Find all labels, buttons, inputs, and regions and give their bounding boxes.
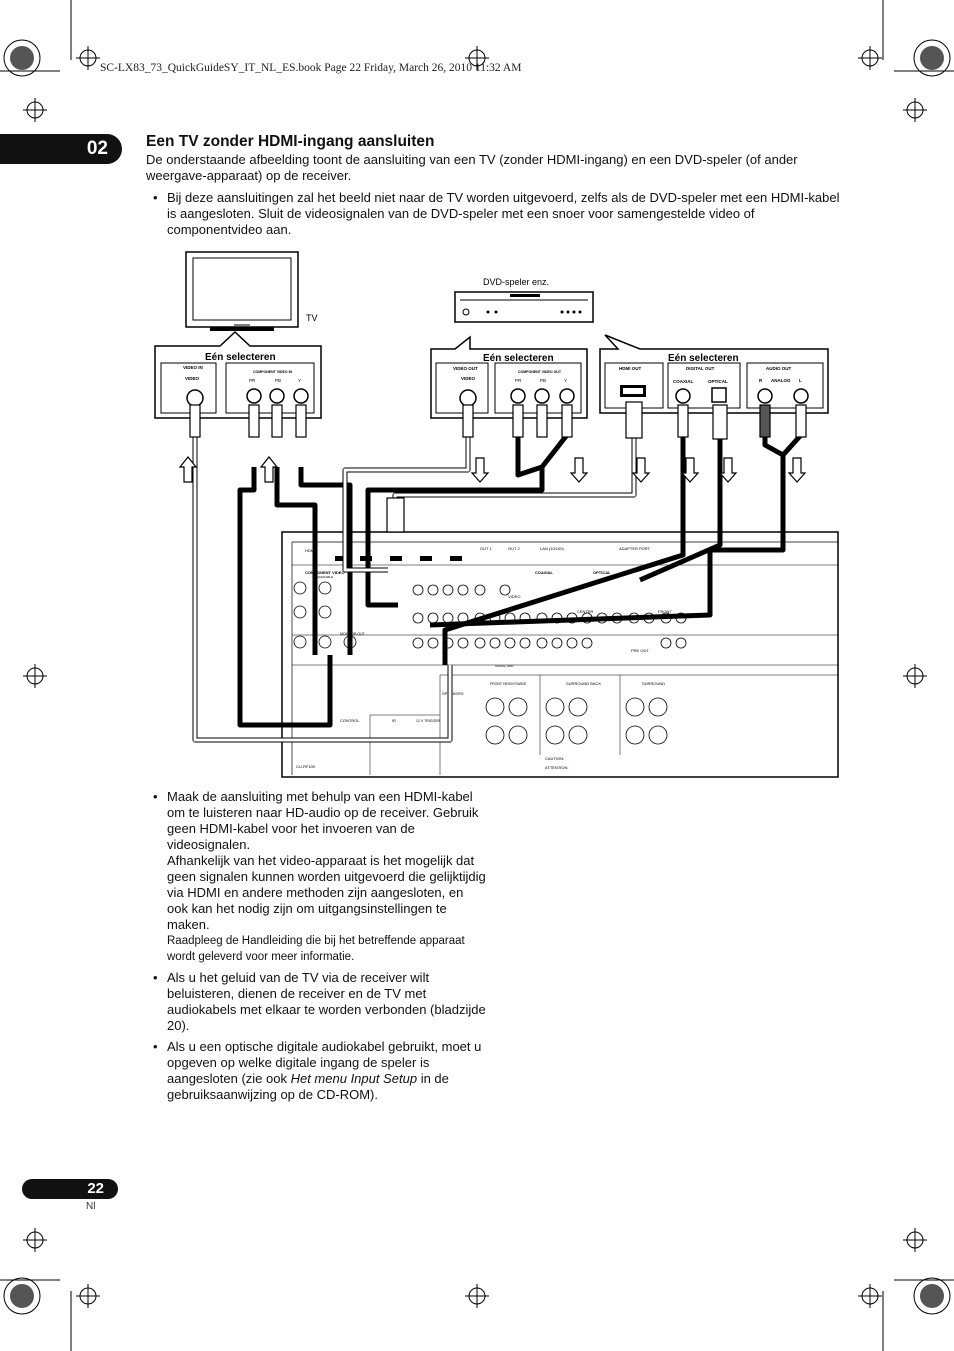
rcv-cu-rf100-label: CU-RF100	[296, 764, 316, 769]
chapter-tab: 02	[0, 134, 122, 164]
dvd-r-label: R	[759, 378, 763, 383]
tv-illustration	[185, 251, 299, 331]
arrow-up-icon	[178, 456, 279, 483]
optical-port-icon	[711, 387, 727, 403]
print-info-line: SC-LX83_73_QuickGuideSY_IT_NL_ES.book Pa…	[100, 62, 522, 74]
rcv-adapter-label: ADAPTER PORT	[619, 546, 651, 551]
rcv-center-label: CENTER	[577, 609, 594, 614]
dvd-digital-label: DIGITAL OUT	[686, 366, 715, 371]
registration-target-icon	[3, 39, 951, 1315]
speaker-terminal-icons	[485, 697, 668, 745]
tv-video-in-label: VIDEO IN	[183, 365, 203, 370]
bullet-optical: • Als u een optische digitale audiokabel…	[153, 1039, 487, 1103]
dvd-hdmi-label: HDMI OUT	[619, 366, 641, 371]
dvd-coaxial-label: COAXIAL	[673, 379, 694, 384]
bullet-text-post: in de gebruiksaanwijzing op de CD-ROM).	[167, 1071, 449, 1102]
bullet-text-pre: Als u een optische digitale audiokabel g…	[167, 1039, 482, 1086]
jack-icon	[675, 388, 809, 404]
dvd-player-illustration	[454, 291, 594, 323]
crosshair-icon	[23, 46, 927, 1308]
select-one-dvd-audio: Eén selecteren	[668, 353, 739, 364]
rcv-speakers-label: SPEAKERS	[442, 691, 464, 696]
rcv-hdmi-label: HDMI	[305, 548, 315, 553]
dvd-video-out-label: VIDEO OUT	[453, 366, 478, 371]
plug-icons	[189, 401, 807, 533]
select-one-dvd-video: Eén selecteren	[483, 353, 554, 364]
rcv-surround-back-label: SURROUND BACK	[566, 681, 601, 686]
tv-label: TV	[306, 313, 318, 323]
bullet-dot: •	[153, 1039, 158, 1054]
rcv-component-label: COMPONENT VIDEO	[305, 570, 345, 575]
select-one-tv: Eén selecteren	[205, 352, 276, 363]
bullet-text: Bij deze aansluitingen zal het beeld nie…	[167, 190, 840, 237]
bullet-text: Maak de aansluiting met behulp van een H…	[167, 789, 479, 852]
receiver-back-panel	[281, 531, 839, 778]
page-language: Nl	[86, 1201, 96, 1212]
rcv-surround-label: SURROUND	[642, 681, 665, 686]
rcv-ir-label: IR	[392, 718, 396, 723]
rcv-monitor-out-label: MONITOR OUT	[340, 632, 366, 636]
tv-pb-label: PB	[275, 378, 281, 383]
bullet-dot: •	[153, 190, 158, 205]
bullet-dot: •	[153, 789, 158, 804]
bullet-hdmi-audio: • Maak de aansluiting met behulp van een…	[153, 789, 487, 965]
rcv-lan-label: LAN (10/100)	[540, 546, 564, 551]
rcv-control-label: CONTROL	[340, 718, 360, 723]
rcv-out1-label: OUT 1	[480, 546, 492, 551]
dvd-video-label: VIDEO	[461, 376, 476, 381]
rcv-optical-label: OPTICAL	[593, 570, 611, 575]
rcv-assignable-label: ASSIGNABLE	[314, 575, 333, 579]
rcv-signal-gnd-label: SIGNAL GND	[495, 664, 514, 668]
bullet-text: Als u het geluid van de TV via de receiv…	[167, 970, 486, 1033]
dvd-l-label: L	[799, 378, 802, 383]
jack-icon	[186, 388, 309, 407]
rcv-pre-out-label: PRE OUT	[631, 648, 649, 653]
bullet-extra-text-a: Afhankelijk van het video-apparaat is he…	[167, 853, 486, 932]
page-number: 22	[22, 1179, 118, 1199]
bullet-hdmi-video-note: • Bij deze aansluitingen zal het beeld n…	[153, 190, 847, 238]
hdmi-port-icon	[620, 385, 646, 397]
section-title: Een TV zonder HDMI-ingang aansluiten	[146, 133, 435, 150]
dvd-audio-out-label: AUDIO OUT	[766, 366, 792, 371]
dvd-pb-label: PB	[540, 378, 546, 383]
rcv-video-label: VIDEO	[508, 594, 520, 599]
tv-pr-label: PR	[249, 378, 256, 383]
dvd-analog-label: ANALOG	[771, 378, 791, 383]
bullet-text-menu-ref: Het menu Input Setup	[290, 1071, 418, 1086]
rcv-out2-label: OUT 2	[508, 546, 520, 551]
bullet-tv-audio: • Als u het geluid van de TV via de rece…	[153, 970, 487, 1034]
tv-video-in-panel	[160, 362, 217, 414]
rcv-front-height-label: FRONT HEIGHT/WIDE	[490, 682, 527, 686]
arrow-down-icon	[470, 457, 807, 483]
jack-icon	[459, 388, 575, 407]
rcv-front-label: FRONT	[658, 609, 672, 614]
dvd-y-label: Y	[564, 378, 567, 383]
rcv-attention-label: ATTENTION:	[545, 765, 568, 770]
bullet-extra-text-b: Raadpleeg de Handleiding die bij het bet…	[167, 935, 465, 963]
bullet-dot: •	[153, 970, 158, 985]
intro-paragraph: De onderstaande afbeelding toont de aans…	[146, 152, 798, 183]
dvd-optical-label: OPTICAL	[708, 379, 728, 384]
dvd-component-label: COMPONENT VIDEO OUT	[518, 370, 562, 374]
rcv-coaxial-label: COAXIAL	[535, 570, 554, 575]
dvd-video-out-panel	[435, 362, 489, 414]
tv-component-label: COMPONENT VIDEO IN	[253, 370, 293, 374]
tv-y-label: Y	[298, 378, 301, 383]
rcv-caution-label: CAUTION:	[545, 756, 564, 761]
connection-diagram: TV DVD-speler enz. Eén selecteren Eén se…	[154, 251, 839, 778]
dvd-pr-label: PR	[515, 378, 522, 383]
rcv-trigger-label: 12 V TRIGGER	[416, 719, 441, 723]
tv-video-label: VIDEO	[185, 376, 200, 381]
dvd-label: DVD-speler enz.	[483, 277, 549, 287]
